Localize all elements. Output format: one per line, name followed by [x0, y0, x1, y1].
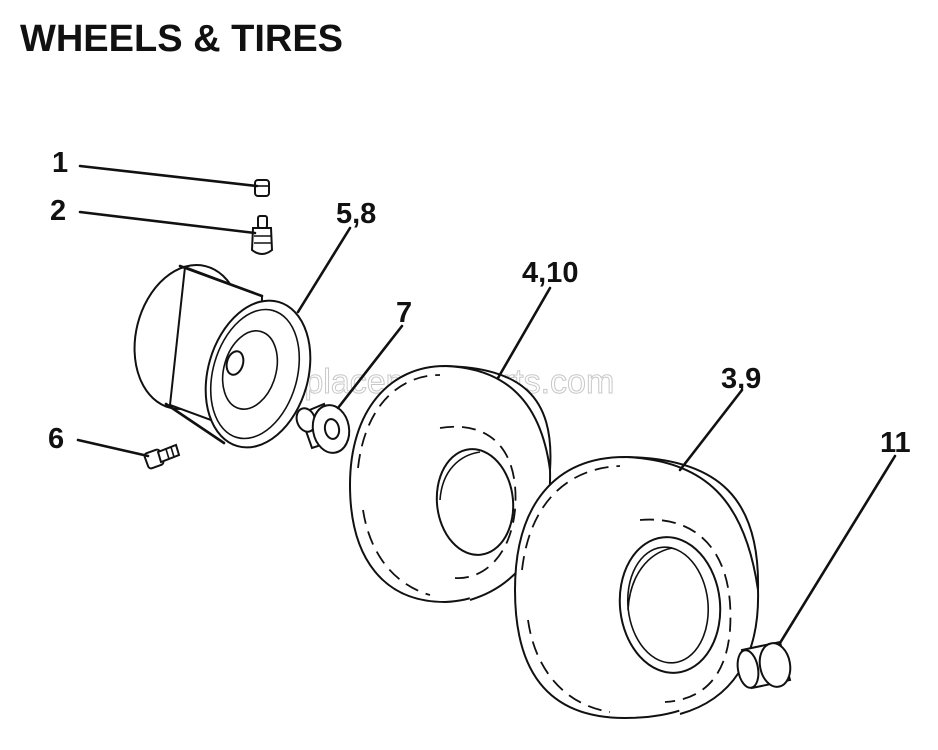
callout-7: 7 — [396, 297, 412, 329]
leader-line-410 — [496, 286, 552, 380]
bushing-part[interactable] — [293, 402, 352, 456]
leader-line-6 — [76, 438, 150, 458]
valve-cap-part[interactable] — [254, 179, 270, 197]
callout-2: 2 — [50, 195, 66, 227]
callout-4-10: 4,10 — [522, 257, 578, 289]
callout-6: 6 — [48, 423, 64, 455]
front-tire-part[interactable] — [348, 364, 552, 604]
callout-1: 1 — [52, 147, 68, 179]
leader-line-58 — [296, 226, 352, 314]
leader-line-39 — [678, 388, 744, 472]
leader-line-7 — [336, 324, 404, 410]
callout-5-8: 5,8 — [336, 198, 376, 230]
rear-tire-part[interactable] — [513, 455, 760, 720]
lug-bolt-part[interactable] — [143, 443, 181, 470]
diagram-title: WHEELS & TIRES — [20, 18, 344, 60]
leader-line-1 — [78, 164, 259, 188]
callout-3-9: 3,9 — [721, 363, 761, 395]
valve-stem-part[interactable] — [250, 215, 274, 255]
leader-line-11 — [778, 454, 897, 645]
leader-line-2 — [78, 210, 257, 235]
callout-11: 11 — [880, 427, 911, 459]
wheel-rim-part[interactable] — [120, 254, 327, 460]
bearing-part[interactable] — [735, 640, 794, 690]
